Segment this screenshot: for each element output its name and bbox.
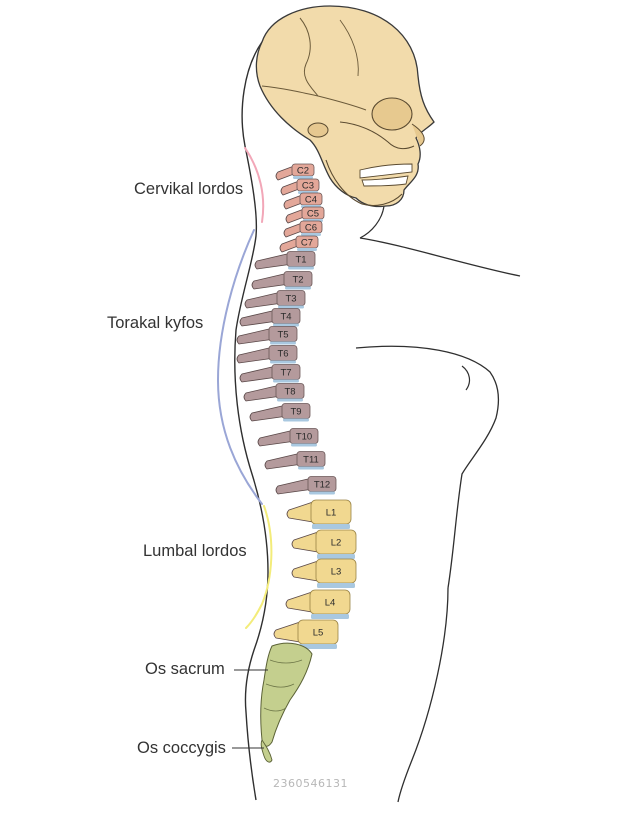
coccyx-label: Os coccygis xyxy=(137,740,226,757)
vertebra-l2: L2 xyxy=(292,530,356,559)
intervertebral-disc xyxy=(288,267,314,270)
vertebra-t11: T11 xyxy=(265,452,325,470)
vertebra-process xyxy=(255,254,289,270)
sacrum-label: Os sacrum xyxy=(145,661,225,678)
intervertebral-disc xyxy=(312,524,350,529)
vertebra-label-t7: T7 xyxy=(280,368,291,379)
intervertebral-disc xyxy=(309,492,335,495)
vertebra-label-c6: C6 xyxy=(305,223,317,234)
vertebra-label-t11: T11 xyxy=(303,455,319,466)
intervertebral-disc xyxy=(270,342,296,345)
vertebra-label-t3: T3 xyxy=(285,294,296,305)
vertebra-label-t12: T12 xyxy=(314,480,330,491)
vertebra-c7: C7 xyxy=(280,236,318,252)
cervical-lordosis-label: Cervikal lordos xyxy=(134,181,243,198)
lumbar-lordosis-label: Lumbal lordos xyxy=(143,543,247,560)
vertebra-process xyxy=(276,166,294,180)
vertebra-process xyxy=(281,181,299,195)
vertebra-label-t1: T1 xyxy=(295,255,306,266)
vertebra-label-c2: C2 xyxy=(297,166,309,177)
intervertebral-disc xyxy=(270,361,296,364)
vertebra-process xyxy=(276,479,310,495)
vertebra-label-t9: T9 xyxy=(290,407,301,418)
vertebra-t8: T8 xyxy=(244,384,304,402)
watermark-id: 2360546131 xyxy=(273,777,348,790)
vertebra-label-l5: L5 xyxy=(313,628,324,639)
vertebra-process xyxy=(274,622,300,642)
vertebra-label-t2: T2 xyxy=(292,275,303,286)
vertebra-process xyxy=(240,367,274,383)
intervertebral-disc xyxy=(278,306,304,309)
vertebra-process xyxy=(287,502,313,522)
vertebra-label-t5: T5 xyxy=(277,330,288,341)
thoracic-curve-line xyxy=(218,230,262,504)
vertebra-process xyxy=(284,195,302,209)
vertebra-l3: L3 xyxy=(292,559,356,588)
vertebra-t5: T5 xyxy=(237,327,297,345)
vertebra-l1: L1 xyxy=(287,500,351,529)
thoracic-kyphosis-label: Torakal kyfos xyxy=(107,315,203,332)
vertebra-label-c7: C7 xyxy=(301,238,313,249)
vertebra-label-l3: L3 xyxy=(331,567,342,578)
vertebra-process xyxy=(284,223,302,237)
vertebra-process xyxy=(250,406,284,422)
intervertebral-disc xyxy=(283,419,309,422)
vertebra-c2: C2 xyxy=(276,164,314,180)
vertebra-t4: T4 xyxy=(240,309,300,327)
vertebra-t1: T1 xyxy=(255,252,315,270)
vertebra-label-c5: C5 xyxy=(307,209,319,220)
vertebra-process xyxy=(237,348,271,364)
sacrum-and-coccyx xyxy=(232,643,312,762)
intervertebral-disc xyxy=(317,554,355,559)
vertebra-l4: L4 xyxy=(286,590,350,619)
vertebra-process xyxy=(280,238,298,252)
vertebra-process xyxy=(286,592,312,612)
vertebra-process xyxy=(245,293,279,309)
vertebra-t12: T12 xyxy=(276,477,336,495)
vertebra-label-c3: C3 xyxy=(302,181,314,192)
vertebra-t7: T7 xyxy=(240,365,300,383)
vertebra-t9: T9 xyxy=(250,404,310,422)
vertebra-label-t8: T8 xyxy=(284,387,295,398)
vertebra-label-t10: T10 xyxy=(296,432,312,443)
vertebra-label-c4: C4 xyxy=(305,195,317,206)
intervertebral-disc xyxy=(285,287,311,290)
intervertebral-disc xyxy=(273,324,299,327)
vertebra-t2: T2 xyxy=(252,272,312,290)
vertebra-label-t4: T4 xyxy=(280,312,291,323)
vertebra-t10: T10 xyxy=(258,429,318,447)
vertebra-process xyxy=(292,561,318,581)
vertebra-process xyxy=(237,329,271,345)
vertebra-t6: T6 xyxy=(237,346,297,364)
sacrum-bone xyxy=(261,643,312,746)
vertebra-process xyxy=(240,311,274,327)
vertebra-label-t6: T6 xyxy=(277,349,288,360)
intervertebral-disc xyxy=(317,583,355,588)
vertebra-process xyxy=(292,532,318,552)
vertebra-t3: T3 xyxy=(245,291,305,309)
vertebra-c6: C6 xyxy=(284,221,322,237)
vertebra-process xyxy=(244,386,278,402)
intervertebral-disc xyxy=(298,467,324,470)
vertebra-process xyxy=(265,454,299,470)
vertebra-label-l1: L1 xyxy=(326,508,337,519)
intervertebral-disc xyxy=(277,399,303,402)
vertebra-label-l4: L4 xyxy=(325,598,336,609)
vertebra-process xyxy=(252,274,286,290)
intervertebral-disc xyxy=(291,444,317,447)
intervertebral-disc xyxy=(273,380,299,383)
vertebral-column: C2C3C4C5C6C7T1T2T3T4T5T6T7T8T9T10T11T12L… xyxy=(237,164,356,649)
vertebra-process xyxy=(258,431,292,447)
vertebra-label-l2: L2 xyxy=(331,538,342,549)
intervertebral-disc xyxy=(311,614,349,619)
